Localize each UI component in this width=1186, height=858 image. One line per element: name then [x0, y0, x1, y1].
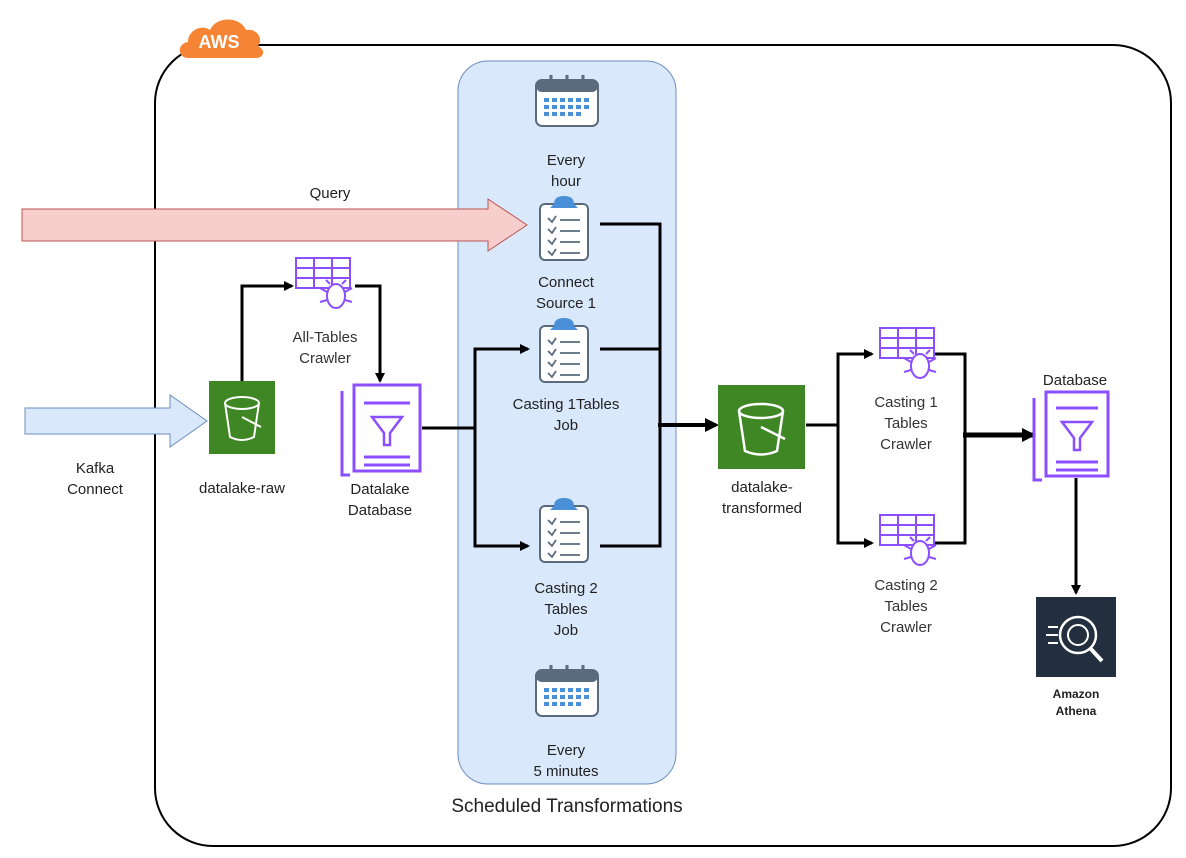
casting2-job-label: Casting 2 Tables Job: [534, 580, 598, 639]
aws-cloud-boundary: [154, 44, 1172, 847]
scheduled-transformations-group: [457, 60, 677, 785]
connect-source-label: Connect Source 1: [535, 274, 597, 312]
casting1-crawler-label: Casting 1 Tables Crawler: [874, 394, 938, 453]
calendar-icon: [535, 665, 599, 717]
casting1-job-label: Casting 1Tables Job: [512, 396, 620, 434]
calendar-icon: [535, 75, 599, 127]
edge-to-casting2-crawler: [836, 425, 874, 548]
edge-connect-source-out: [600, 222, 662, 425]
edge-casting2-crawler-out: [935, 435, 967, 545]
casting2-crawler-label: Casting 2 Tables Crawler: [874, 577, 938, 636]
scheduled-transformations-label: Scheduled Transformations: [451, 796, 683, 817]
schedule-5min-label: Every 5 minutes: [533, 742, 599, 780]
edge-to-casting1-job: [473, 344, 530, 428]
glue-database-icon: [1032, 390, 1110, 482]
datalake-database-label: Datalake Database: [347, 481, 413, 519]
glue-crawler-icon: [295, 257, 353, 309]
edge-to-casting2-job: [473, 428, 530, 551]
raw-bucket-label: datalake-raw: [199, 480, 285, 497]
query-arrow: [21, 198, 528, 252]
kafka-connect-arrow: [24, 394, 208, 448]
aws-label: AWS: [198, 32, 240, 52]
job-clipboard-icon: [539, 498, 589, 563]
schedule-hourly-label: Every hour: [546, 152, 586, 190]
transformed-bucket-label: datalake- transformed: [721, 479, 803, 517]
edge-raw-to-crawler: [240, 281, 294, 381]
job-clipboard-icon: [539, 196, 589, 261]
edge-casting2-job-out: [600, 425, 662, 548]
database-label: Database: [1042, 372, 1108, 389]
kafka-connect-label: Kafka Connect: [67, 460, 123, 498]
s3-bucket-icon: [209, 381, 275, 454]
glue-crawler-icon: [879, 514, 937, 566]
query-label: Query: [309, 185, 351, 202]
glue-database-icon: [340, 383, 422, 477]
glue-crawler-icon: [879, 327, 937, 379]
job-clipboard-icon: [539, 318, 589, 383]
edge-casting1-crawler-out: [935, 352, 967, 435]
s3-bucket-icon: [718, 385, 805, 469]
athena-label: Amazon Athena: [1052, 687, 1100, 718]
edge-crawler-to-db: [355, 284, 385, 383]
all-tables-crawler-label: All-Tables Crawler: [292, 329, 358, 367]
athena-icon: [1036, 597, 1116, 677]
aws-cloud-icon: [179, 19, 264, 58]
edge-to-casting1-crawler: [836, 349, 874, 425]
